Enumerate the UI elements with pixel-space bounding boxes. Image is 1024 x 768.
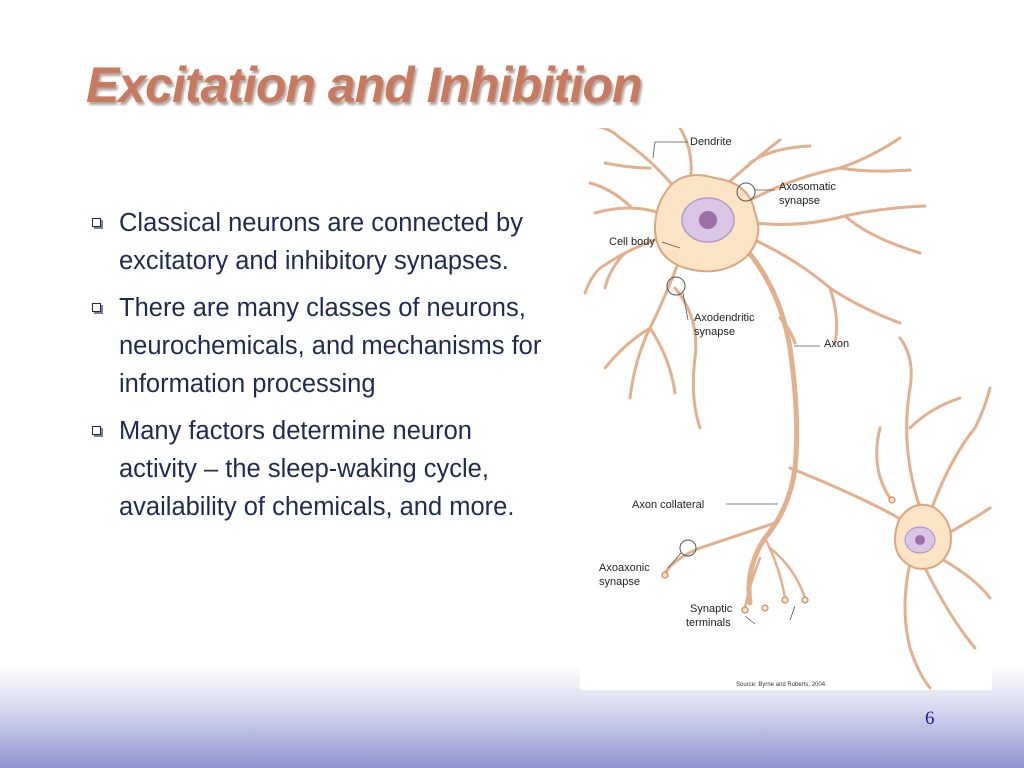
label-axoaxonic-line1: Axoaxonic [599, 562, 650, 574]
square-bullet-icon [92, 218, 101, 227]
synapse-marker-circles [666, 182, 756, 557]
label-axosomatic-line2: synapse [779, 195, 820, 207]
label-axosomatic-line1: Axosomatic [779, 181, 836, 193]
figure-source-credit: Source: Byrne and Roberts, 2004. [736, 682, 827, 688]
neuron-diagram: Dendrite Axosomatic synapse Cell body Ax… [580, 128, 992, 690]
bullet-list: Classical neurons are connected by excit… [92, 204, 552, 535]
square-bullet-icon [92, 426, 101, 435]
neuron-illustration: Dendrite Axosomatic synapse Cell body Ax… [580, 128, 992, 690]
upper-neuron-dendrites [583, 128, 927, 430]
label-axodendritic-line1: Axodendritic [694, 312, 755, 324]
slide-number: 6 [925, 708, 935, 729]
bullet-text: There are many classes of neurons, neuro… [119, 294, 542, 398]
label-leader-lines [652, 141, 820, 625]
label-axoaxonic-line2: synapse [599, 576, 640, 588]
bullet-item: Many factors determine neuron activity –… [92, 412, 552, 526]
square-bullet-icon [92, 303, 101, 312]
axon-path [663, 245, 927, 610]
lower-neuron [875, 336, 992, 690]
bullet-text: Many factors determine neuron activity –… [119, 417, 515, 521]
bullet-item: Classical neurons are connected by excit… [92, 204, 552, 280]
label-synaptic-line2: terminals [686, 617, 731, 629]
upper-neuron-cell-body [653, 174, 760, 273]
synaptic-terminal-knobs [661, 496, 896, 614]
label-axon: Axon [824, 338, 849, 350]
label-synaptic-line1: Synaptic [690, 603, 733, 615]
label-axodendritic-line2: synapse [694, 326, 735, 338]
bullet-item: There are many classes of neurons, neuro… [92, 289, 552, 403]
label-cell-body: Cell body [609, 236, 655, 248]
slide-title: Excitation and Inhibition [86, 57, 643, 113]
bullet-text: Classical neurons are connected by excit… [119, 209, 523, 275]
label-axon-collateral: Axon collateral [632, 499, 704, 511]
label-dendrite: Dendrite [690, 136, 732, 148]
